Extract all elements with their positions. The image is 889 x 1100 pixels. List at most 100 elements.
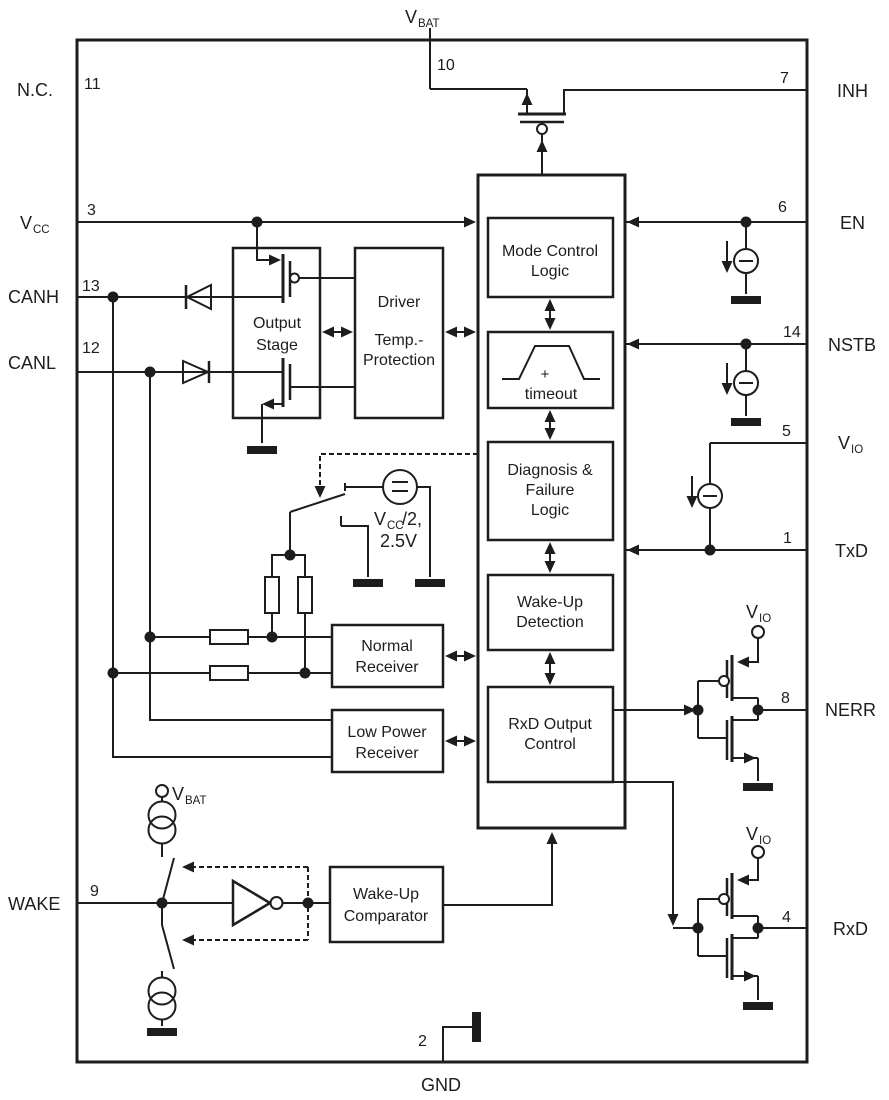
- nstb-current-source: [733, 370, 759, 396]
- wake-inverter: [231, 878, 284, 928]
- timeout-plus: +: [541, 366, 550, 383]
- pin-vcc-label-sub: CC: [33, 224, 50, 236]
- canl-diode: [182, 359, 211, 385]
- pin-nc-label: N.C.: [17, 80, 53, 100]
- nerr-vio-label-sub: IO: [759, 613, 771, 625]
- pin-wake-label: WAKE: [8, 894, 60, 914]
- pin-rxd-number: 4: [782, 909, 791, 926]
- vref-label-rest: /2,: [402, 509, 422, 529]
- timeout-label: timeout: [525, 386, 578, 403]
- pin-vbat-label-sub: BAT: [418, 18, 440, 30]
- wake-vbat-label-sub: BAT: [185, 795, 207, 807]
- diagnosis-failure-logic-box: [486, 440, 615, 542]
- pin-gnd-number: 2: [418, 1033, 427, 1050]
- pin-vbat-number: 10: [437, 57, 455, 74]
- normal-receiver-box: [330, 623, 445, 689]
- normal-receiver-label-2: Receiver: [355, 659, 419, 676]
- rxd-output-control-box: [486, 685, 615, 784]
- wake-upper-current-source: [147, 800, 177, 845]
- low-power-receiver-label-1: Low Power: [347, 724, 427, 741]
- wakeup-comparator-label-2: Comparator: [344, 908, 429, 925]
- inh-fet-gate-bubble: [536, 123, 548, 135]
- pin-vio-label-sub: IO: [851, 444, 863, 456]
- pin-canh-label: CANH: [8, 287, 59, 307]
- mode-control-label-2: Logic: [531, 263, 569, 280]
- output-stage-box: [231, 246, 322, 420]
- pin-nerr-number: 8: [781, 690, 790, 707]
- rxd-pmos-bubble: [718, 893, 730, 905]
- mode-control-logic-box: [486, 216, 615, 299]
- nerr-vio-terminal: [751, 625, 765, 639]
- driver-label-2: Temp.-: [375, 332, 424, 349]
- wake-lower-current-source: [147, 976, 177, 1021]
- pin-nc-number: 11: [84, 76, 101, 93]
- pin-wake-number: 9: [90, 883, 99, 900]
- pin-canh-number: 13: [82, 278, 100, 295]
- pin-inh-label: INH: [837, 81, 868, 101]
- pin-en-label: EN: [840, 213, 865, 233]
- canh-diode: [184, 283, 212, 311]
- arrowheads: [182, 93, 756, 982]
- canl-series-resistor: [209, 629, 249, 645]
- wakeup-detection-box: [486, 573, 615, 652]
- wake-vbat-terminal: [155, 784, 169, 798]
- pin-nstb-label: NSTB: [828, 335, 876, 355]
- rxd-vio-label-sub: IO: [759, 835, 771, 847]
- vref-label-main: V: [374, 509, 386, 529]
- diagnosis-label-2: Failure: [526, 482, 575, 499]
- output-stage-pmos-bubble: [289, 272, 300, 284]
- rxd-output-control-label-2: Control: [524, 736, 576, 753]
- timeout-pulse-glyph: [502, 345, 600, 380]
- divider-resistor-right: [297, 576, 313, 614]
- driver-label-1: Driver: [378, 294, 421, 311]
- wires: [77, 28, 807, 1062]
- timeout-box: [486, 330, 615, 410]
- pin-nerr-label: NERR: [825, 700, 876, 720]
- pin-vbat-label: V: [405, 7, 417, 27]
- wakeup-comparator-label-1: Wake-Up: [353, 886, 419, 903]
- normal-receiver-label-1: Normal: [361, 638, 413, 655]
- double-arrow-lines: [330, 307, 551, 742]
- driver-label-3: Protection: [363, 352, 435, 369]
- output-stage-label-1: Output: [253, 315, 302, 332]
- driver-temp-protection-box: [353, 246, 445, 420]
- pin-en-number: 6: [778, 199, 787, 216]
- txd-pullup-current-source: [697, 483, 723, 509]
- ground-symbols: [147, 296, 773, 1042]
- pin-txd-label: TxD: [835, 541, 868, 561]
- junction-dots: [107, 216, 764, 934]
- rxd-output-control-label-1: RxD Output: [508, 716, 592, 733]
- mode-control-label-1: Mode Control: [502, 243, 598, 260]
- rxd-vio-terminal: [751, 845, 765, 859]
- pin-vio-number: 5: [782, 423, 791, 440]
- pin-rxd-label: RxD: [833, 919, 868, 939]
- pin-gnd-label: GND: [421, 1075, 461, 1095]
- rxd-vio-label: V: [746, 824, 758, 844]
- pin-canl-label: CANL: [8, 353, 56, 373]
- pin-vcc-number: 3: [87, 202, 96, 219]
- pin-vio-label: V: [838, 433, 850, 453]
- low-power-receiver-box: [330, 708, 445, 774]
- diagnosis-label-3: Logic: [531, 502, 569, 519]
- diagnosis-label-1: Diagnosis &: [507, 462, 593, 479]
- vref-label-sub: CC: [387, 520, 404, 532]
- pin-inh-number: 7: [780, 70, 789, 87]
- canh-series-resistor: [209, 665, 249, 681]
- divider-resistor-left: [264, 576, 280, 614]
- wakeup-comparator-box: [328, 865, 445, 944]
- nerr-pmos-bubble: [718, 675, 730, 687]
- wakeup-detection-label-2: Detection: [516, 614, 584, 631]
- low-power-receiver-label-2: Receiver: [355, 745, 419, 762]
- nerr-vio-label: V: [746, 602, 758, 622]
- en-current-source: [733, 248, 759, 274]
- pin-txd-number: 1: [783, 530, 792, 547]
- pin-canl-number: 12: [82, 340, 100, 357]
- wakeup-detection-label-1: Wake-Up: [517, 594, 583, 611]
- pin-nstb-number: 14: [783, 324, 801, 341]
- vref-source: [382, 469, 418, 505]
- wake-vbat-label: V: [172, 784, 184, 804]
- pin-vcc-label: V: [20, 213, 32, 233]
- output-stage-label-2: Stage: [256, 337, 298, 354]
